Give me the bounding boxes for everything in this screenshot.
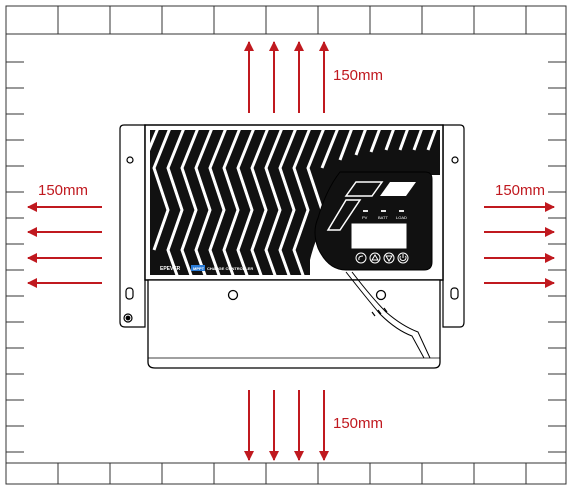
left-brick-joints [6,61,24,453]
cable-channel [345,271,425,359]
charge-controller: PV BATT LOAD [119,124,465,369]
bottom-clearance-label: 150mm [333,415,383,432]
bottom-brick-joints [57,463,527,484]
indicator-load-label: LOAD [396,215,407,220]
back-button[interactable] [355,252,367,264]
mounting-flange-right [442,124,465,328]
mounting-flange-left [119,124,146,328]
down-button[interactable] [383,252,395,264]
terminal-cover [147,271,441,369]
front-panel: PV BATT LOAD [314,171,433,271]
model-badge [191,265,205,271]
right-brick-joints [548,61,566,453]
panel-logo-mark [344,181,384,197]
cover-screw-right [375,289,387,301]
product-text: CHARGE CONTROLLER [207,266,253,271]
bottom-clearance-arrows [244,390,329,461]
up-button[interactable] [369,252,381,264]
mount-slot [125,287,134,300]
lcd-screen [351,223,407,249]
indicator-pv-label: PV [362,215,368,220]
indicator-batt-label: BATT [378,215,388,220]
brick-wall [5,5,567,485]
status-indicators: PV BATT LOAD [362,210,407,220]
load-led [399,210,404,212]
model-badge-text: MPPT [193,266,205,271]
top-brick-joints [57,6,527,34]
left-clearance-arrows [27,202,102,288]
power-button[interactable] [397,252,409,264]
top-clearance-label: 150mm [333,67,383,84]
brand-name: EPEVER [160,266,181,272]
mount-hole [126,156,134,164]
batt-led [381,210,386,212]
right-clearance-arrows [484,202,555,288]
top-clearance-arrows [244,41,329,113]
right-clearance-label: 150mm [495,182,545,199]
pv-led [363,210,368,212]
mount-hole [451,156,459,164]
cover-screw-left [227,289,239,301]
vent-slots [371,307,388,317]
left-clearance-label: 150mm [38,182,88,199]
brand-strip: EPEVER MPPT CHARGE CONTROLLER [160,265,253,272]
mount-slot [450,287,459,300]
control-buttons [355,252,409,264]
